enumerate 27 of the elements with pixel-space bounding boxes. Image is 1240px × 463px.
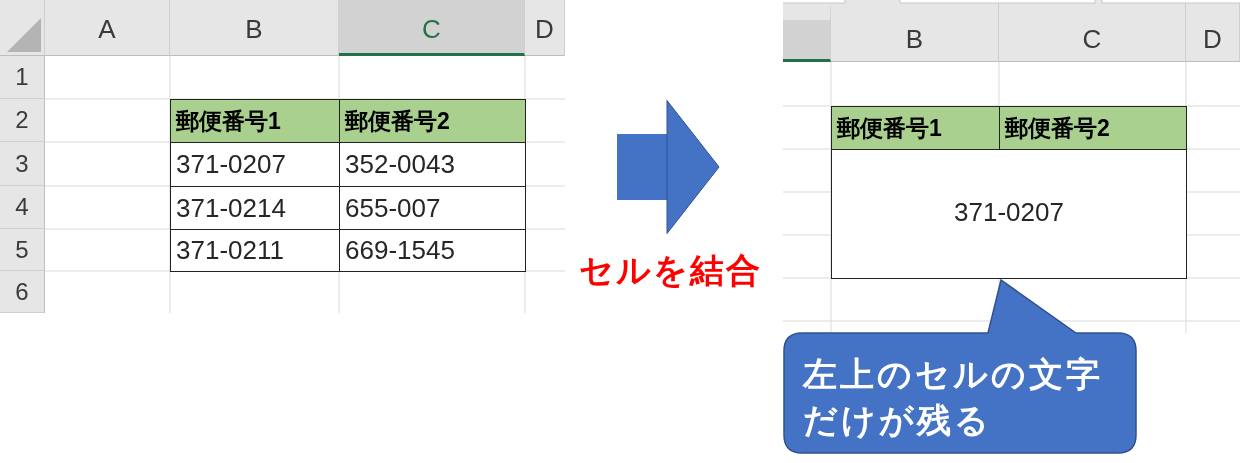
- callout-text: 左上のセルの文字だけが残る: [803, 353, 1104, 442]
- data-cell: 371-0207: [170, 142, 340, 187]
- column-header: C: [339, 0, 525, 56]
- column-header: B: [170, 0, 339, 56]
- column-header: B: [831, 0, 999, 62]
- row-header: 1: [0, 56, 45, 99]
- column-header: D: [525, 0, 565, 56]
- row-header: 3: [0, 142, 45, 186]
- data-cell: 669-1545: [339, 229, 526, 272]
- row-header: 4: [0, 186, 45, 229]
- edge-label: セルを結合: [578, 250, 762, 290]
- column-header: C: [999, 0, 1186, 62]
- row-header: 2: [0, 99, 45, 142]
- column-header: A: [45, 0, 170, 56]
- data-cell: 371-0214: [170, 186, 340, 230]
- header-cell: 郵便番号1: [170, 99, 340, 143]
- row-header: 6: [0, 271, 45, 313]
- speech-bubble: [783, 279, 1138, 455]
- data-cell: 371-0211: [170, 229, 340, 272]
- data-cell: 352-0043: [339, 142, 526, 187]
- row-header: 5: [0, 229, 45, 271]
- merged-cell: 371-0207: [831, 149, 1187, 279]
- spreadsheet-grid: [783, 0, 1240, 333]
- header-cell: 郵便番号2: [999, 106, 1187, 150]
- data-cell: 655-007: [339, 186, 526, 230]
- header-cell: 郵便番号2: [339, 99, 526, 143]
- header-cell: 郵便番号1: [831, 106, 1000, 150]
